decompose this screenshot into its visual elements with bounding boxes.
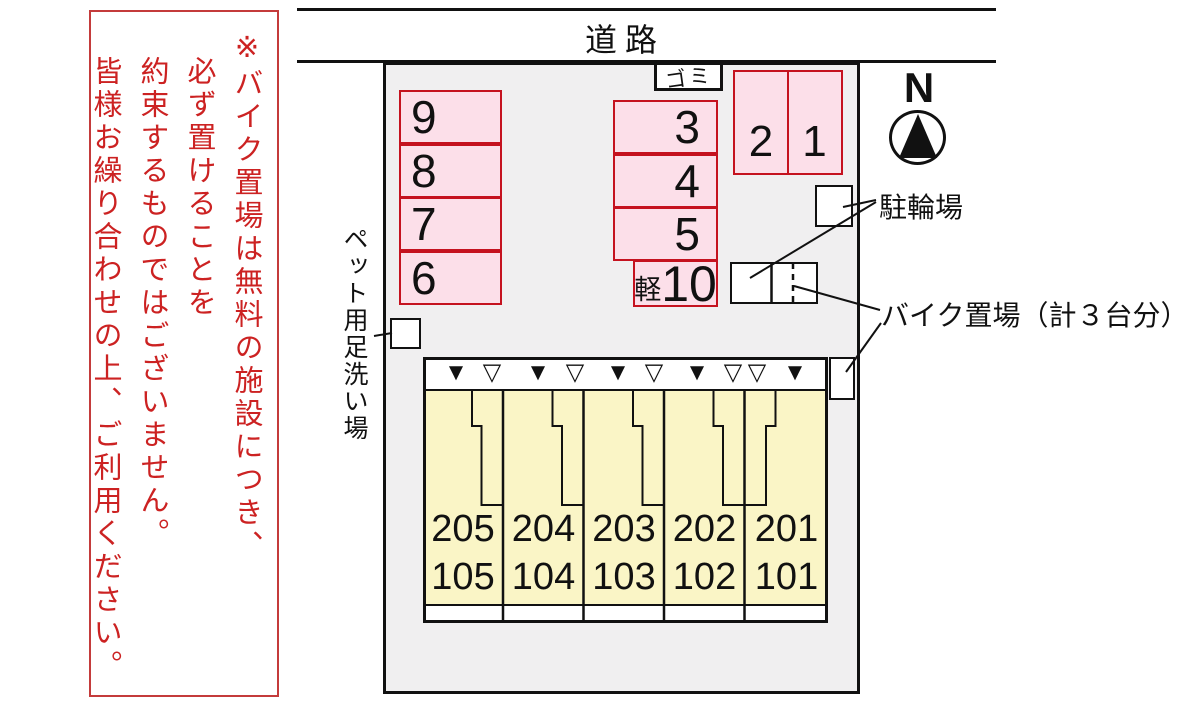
bicycle-parking-label: 駐輪場 [879, 192, 964, 223]
warning-line-4: 皆様お繰り合わせの上、ご利用ください。 [89, 56, 121, 683]
warning-line-3: 約束するものではございません。 [136, 56, 168, 551]
parking-stall-4: 4 [613, 153, 718, 208]
room-201: 201 [754, 508, 819, 550]
room-204: 204 [511, 508, 576, 550]
warning-line-1: ※バイク置場は無料の施設につき、 [230, 30, 262, 563]
building-bottom-strip [426, 604, 825, 620]
room-102: 102 [672, 556, 737, 598]
bike-parking-box [730, 262, 818, 304]
compass-north-label: N [903, 64, 935, 111]
garbage-label: ゴミ [663, 63, 715, 93]
entrance-marker-8: ▽ [723, 359, 743, 386]
room-202: 202 [672, 508, 737, 550]
room-203: 203 [592, 508, 656, 550]
entrance-marker-2: ▽ [482, 359, 502, 386]
room-103: 103 [592, 556, 656, 598]
compass-needle-icon [899, 114, 937, 158]
entrance-marker-5: ▼ [606, 359, 630, 386]
room-101: 101 [754, 556, 819, 598]
parking-stall-7: 7 [399, 197, 502, 251]
bike-parking-slot-box [829, 357, 855, 400]
entrance-marker-3: ▼ [526, 359, 550, 386]
entrance-marker-7: ▼ [685, 359, 709, 386]
compass-icon [889, 110, 946, 165]
parking-stall-9: 9 [399, 90, 502, 144]
entrance-marker-6: ▽ [644, 359, 664, 386]
kei-prefix: 軽 [634, 275, 662, 305]
road-lower-line [297, 60, 996, 63]
parking-stall-6: 6 [399, 250, 502, 305]
parking-stall-3: 3 [613, 100, 718, 154]
room-205: 205 [431, 508, 495, 550]
room-104: 104 [511, 556, 576, 598]
entrance-marker-1: ▼ [444, 359, 468, 386]
pet-wash-box [390, 318, 421, 349]
kei-number: 10 [661, 255, 717, 312]
road-label: 道路 [584, 22, 665, 58]
pet-wash-label: ペット用足洗い場 [340, 226, 368, 442]
bike-warning-note: ※バイク置場は無料の施設につき、 必ず置けることを 約束するものではございません… [89, 10, 279, 697]
parking-stall-1: 1 [786, 70, 843, 175]
parking-stall-5: 5 [613, 207, 718, 261]
bike-parking-label: バイク置場（計３台分） [881, 300, 1189, 331]
entrance-marker-9: ▽ [747, 359, 767, 386]
road-upper-line [297, 8, 996, 11]
entrance-marker-4: ▽ [565, 359, 585, 386]
entrance-marker-10: ▼ [783, 359, 807, 386]
garbage-area: ゴミ [654, 62, 723, 93]
bicycle-parking-box [815, 185, 853, 227]
parking-stall-8: 8 [399, 143, 502, 198]
parking-stall-2: 2 [733, 70, 789, 175]
building-walkway-strip [426, 360, 825, 391]
warning-line-2: 必ず置けることを [183, 56, 215, 320]
room-105: 105 [431, 556, 495, 598]
